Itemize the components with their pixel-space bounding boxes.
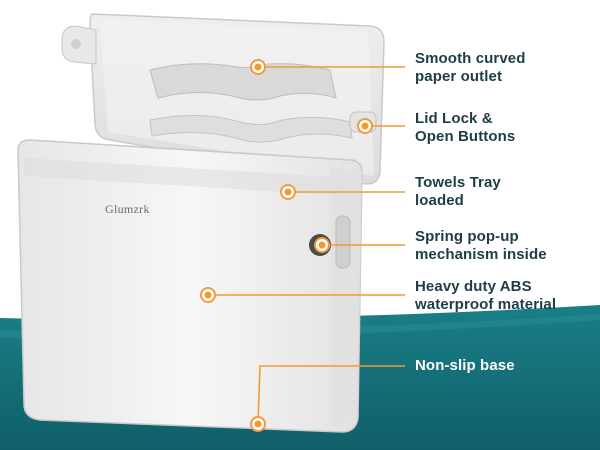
callout-tray: Towels Tray loaded — [415, 174, 501, 210]
callout-lock: Lid Lock & Open Buttons — [415, 110, 515, 146]
callout-material-line2: waterproof material — [415, 296, 557, 313]
callout-spring-line1: Spring pop-up — [415, 228, 519, 245]
dispenser-body — [17, 139, 363, 433]
brand-label: Glumzrk — [105, 202, 150, 216]
callout-material-line1: Heavy duty ABS — [415, 278, 532, 295]
callout-tray-line1: Towels Tray — [415, 174, 501, 191]
callout-tray-line2: loaded — [415, 192, 464, 209]
callout-spring: Spring pop-up mechanism inside — [415, 228, 547, 264]
dispenser-lid — [61, 13, 385, 185]
callout-lock-line2: Open Buttons — [415, 128, 516, 145]
callout-outlet-line1: Smooth curved — [415, 50, 526, 67]
callout-spring-line2: mechanism inside — [415, 246, 547, 263]
callout-material: Heavy duty ABS waterproof material — [415, 278, 556, 314]
callout-dots — [200, 59, 373, 432]
callout-base-line1: Non-slip base — [415, 357, 515, 374]
callout-outlet-line2: paper outlet — [415, 68, 503, 85]
callout-lock-line1: Lid Lock & — [415, 110, 493, 127]
callout-outlet: Smooth curved paper outlet — [415, 50, 525, 86]
callout-lines — [208, 66, 405, 425]
paper-outlet-slot — [149, 63, 337, 101]
callout-base: Non-slip base — [415, 357, 515, 375]
spring-window — [335, 215, 351, 269]
